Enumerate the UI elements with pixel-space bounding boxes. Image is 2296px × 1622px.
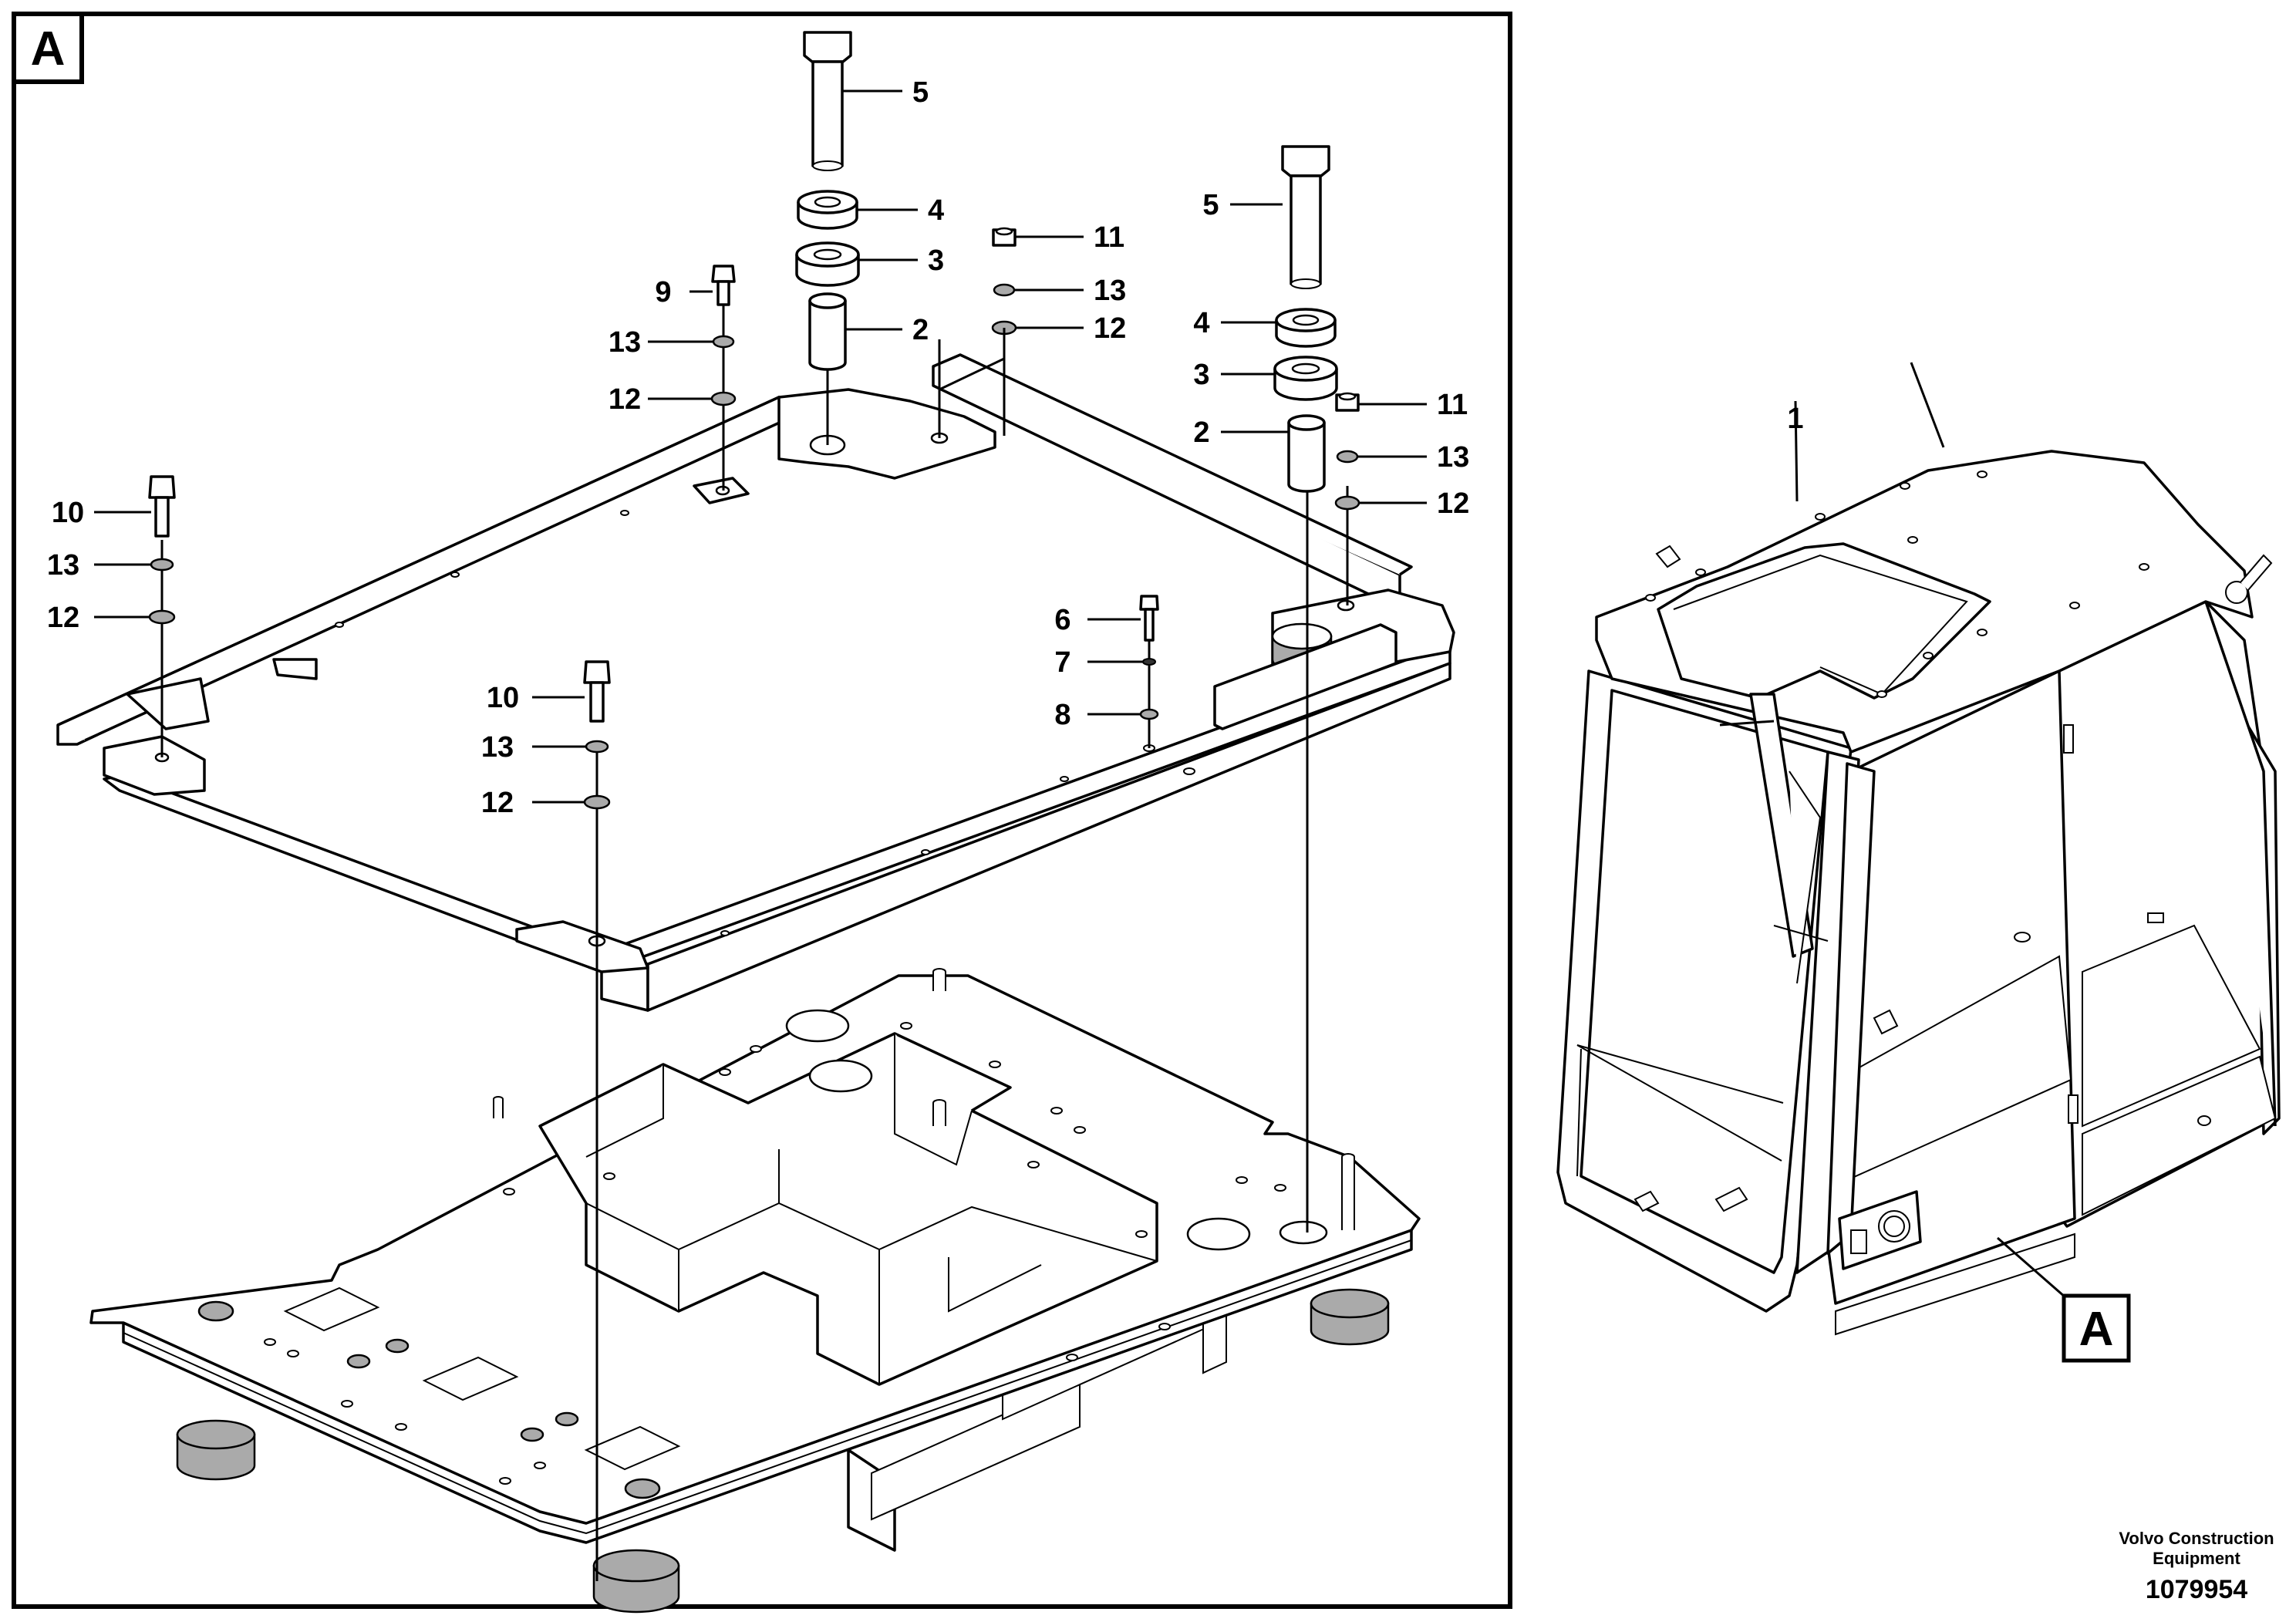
callout-13-top: 13 — [1094, 275, 1126, 307]
bushing-2-right — [1287, 414, 1326, 493]
screw-10-mid — [583, 660, 611, 723]
cab-mounting-frame — [56, 353, 1455, 1012]
callout-12-right: 12 — [1437, 487, 1469, 520]
callout-2-right: 2 — [1193, 416, 1209, 449]
screw-9 — [711, 265, 736, 306]
callout-5-right: 5 — [1202, 189, 1219, 221]
callout-9: 9 — [655, 276, 671, 309]
washer-13-a — [712, 335, 735, 349]
washer-8 — [1139, 708, 1159, 720]
cab-base-plate — [89, 968, 1421, 1614]
brand-line-1: Volvo Construction — [2119, 1529, 2274, 1548]
assembly-lines — [160, 297, 1349, 1581]
washer-13-right — [1336, 450, 1359, 464]
callout-13-right: 13 — [1437, 441, 1469, 474]
washer-4-right — [1275, 308, 1337, 348]
callout-10-mid: 10 — [487, 682, 519, 714]
cab-detail-marker-label: A — [2079, 1303, 2114, 1356]
callout-leaders — [94, 89, 1427, 804]
washer-12-left — [148, 609, 176, 625]
bolt-5-left — [803, 31, 852, 171]
detail-marker-label: A — [31, 22, 66, 76]
callout-2-left: 2 — [912, 314, 929, 346]
cab-overview — [1556, 362, 2281, 1340]
callout-3-right: 3 — [1193, 359, 1209, 391]
callout-6: 6 — [1054, 604, 1070, 636]
callout-13-mid: 13 — [481, 731, 514, 764]
washer-7 — [1142, 658, 1156, 666]
bushing-2-left — [808, 292, 847, 371]
washer-13-top — [993, 283, 1016, 297]
callout-11-top: 11 — [1094, 221, 1124, 254]
cab-detail-marker-box — [2062, 1293, 2131, 1363]
callout-12-top: 12 — [1094, 312, 1126, 345]
callout-13-a: 13 — [609, 326, 641, 359]
callout-10-left: 10 — [52, 497, 84, 529]
washer-12-right — [1334, 495, 1360, 511]
washer-13-left — [150, 558, 174, 572]
screw-6 — [1139, 595, 1159, 642]
washer-3-right — [1273, 356, 1338, 401]
detail-frame — [12, 12, 1512, 1609]
callout-3-left: 3 — [928, 244, 944, 277]
callout-12-mid: 12 — [481, 787, 514, 819]
nut-11-top — [992, 227, 1017, 247]
document-number: 1079954 — [2146, 1575, 2247, 1604]
washer-12-a — [710, 391, 737, 406]
callout-12-a: 12 — [609, 383, 641, 416]
screw-10-left — [148, 475, 176, 538]
callout-7: 7 — [1054, 646, 1070, 679]
callout-4-left: 4 — [928, 194, 944, 227]
washer-3-left — [795, 241, 860, 287]
nut-11-right — [1335, 392, 1360, 412]
callout-1: 1 — [1787, 403, 1803, 435]
callout-12-left: 12 — [47, 602, 79, 634]
washer-4-left — [797, 190, 858, 230]
bolt-5-right — [1281, 145, 1330, 289]
callout-4-right: 4 — [1193, 307, 1209, 339]
washer-13-mid — [585, 740, 609, 754]
callout-5-left: 5 — [912, 76, 929, 109]
callout-8: 8 — [1054, 699, 1070, 731]
callout-13-left: 13 — [47, 549, 79, 582]
detail-marker-box — [12, 12, 84, 84]
washer-12-mid — [583, 794, 611, 810]
callout-11-right: 11 — [1437, 389, 1468, 421]
brand-line-2: Equipment — [2153, 1549, 2240, 1568]
